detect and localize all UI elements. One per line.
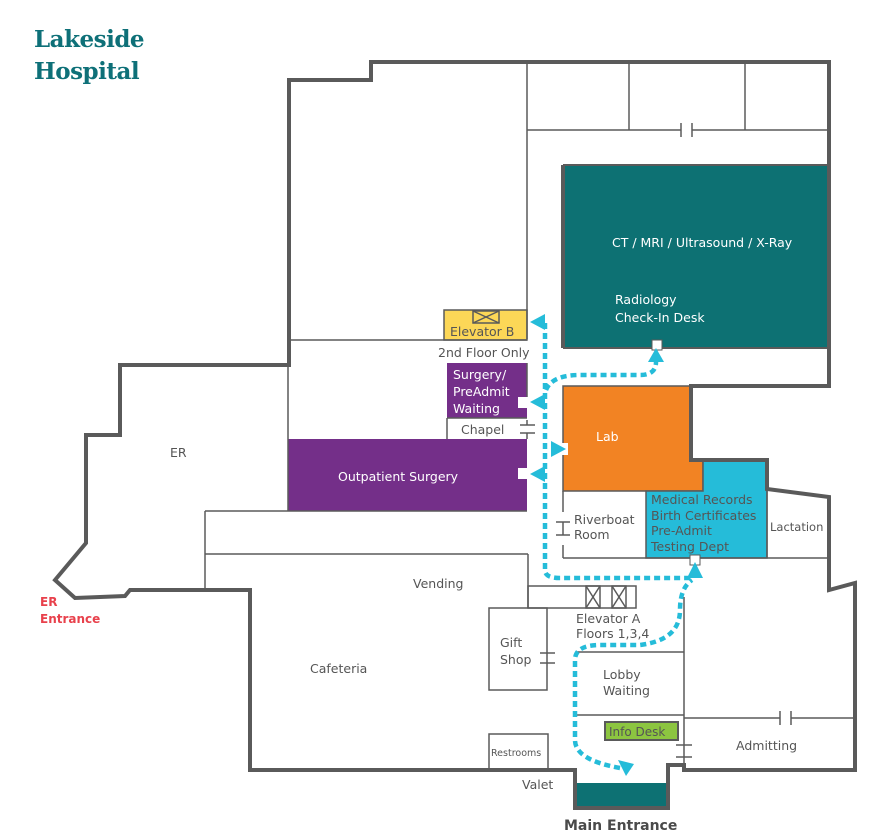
valet-label: Valet xyxy=(522,777,553,792)
surgery-waiting-line-1: Surgery/ xyxy=(453,367,507,382)
outer-wall xyxy=(52,60,857,810)
medical-records-line-2: Birth Certificates xyxy=(651,508,756,523)
lobby-line-1: Lobby xyxy=(603,667,641,682)
arrow-left-icon xyxy=(530,466,545,482)
arrow-up-left-icon xyxy=(618,760,634,776)
riverboat-line-2: Room xyxy=(574,527,610,542)
room-radiology[interactable] xyxy=(563,165,829,348)
elevator-b-label: Elevator B xyxy=(450,324,514,339)
restrooms-label: Restrooms xyxy=(491,748,541,759)
title-line-2: Hospital xyxy=(34,58,140,85)
gift-shop-line-1: Gift xyxy=(500,635,522,650)
medical-records-line-4: Testing Dept xyxy=(650,539,729,554)
title-line-1: Lakeside xyxy=(34,26,145,53)
main-entrance-vestibule[interactable] xyxy=(575,783,668,808)
arrow-up-icon xyxy=(648,348,664,362)
admitting-label: Admitting xyxy=(736,738,797,753)
room-outpatient-surgery[interactable] xyxy=(288,439,527,511)
radiology-label: Radiology xyxy=(615,292,677,307)
info-desk-label: Info Desk xyxy=(609,725,665,739)
room-lab[interactable] xyxy=(562,385,704,492)
lab-label: Lab xyxy=(596,429,619,444)
radiology-checkin-label: Check-In Desk xyxy=(615,310,705,325)
riverboat-line-1: Riverboat xyxy=(574,512,635,527)
elevator-a-line-2: Floors 1,3,4 xyxy=(576,626,649,641)
medical-records-line-3: Pre-Admit xyxy=(651,523,712,538)
route-paths xyxy=(542,323,694,771)
arrow-left-icon xyxy=(530,314,545,330)
outpatient-surgery-label: Outpatient Surgery xyxy=(338,469,459,484)
er-label: ER xyxy=(170,445,187,460)
er-entrance-line-2: Entrance xyxy=(40,612,100,626)
room-surgery-waiting[interactable] xyxy=(447,363,527,418)
surgery-waiting-line-2: PreAdmit xyxy=(453,384,510,399)
surgery-waiting-line-3: Waiting xyxy=(453,401,500,416)
lactation-label: Lactation xyxy=(770,520,823,534)
vending-label: Vending xyxy=(413,576,463,591)
medical-records-line-1: Medical Records xyxy=(651,492,753,507)
radiology-modalities-label: CT / MRI / Ultrasound / X-Ray xyxy=(612,235,793,250)
er-entrance-line-1: ER xyxy=(40,595,57,609)
interior-walls xyxy=(204,62,855,771)
arrow-up-icon xyxy=(687,562,703,578)
arrow-left-icon xyxy=(530,394,545,410)
main-entrance-label: Main Entrance xyxy=(564,818,677,834)
room-info-desk[interactable] xyxy=(604,721,679,741)
chapel-label: Chapel xyxy=(461,422,504,437)
gift-shop-line-2: Shop xyxy=(500,652,532,667)
route-arrows xyxy=(530,314,703,776)
elevator-a-line-1: Elevator A xyxy=(576,611,641,626)
arrow-right-icon xyxy=(551,441,566,457)
hospital-title: Lakeside Hospital xyxy=(34,24,145,88)
cafeteria-label: Cafeteria xyxy=(310,661,367,676)
elevator-b-note: 2nd Floor Only xyxy=(438,345,530,360)
lobby-line-2: Waiting xyxy=(603,683,650,698)
